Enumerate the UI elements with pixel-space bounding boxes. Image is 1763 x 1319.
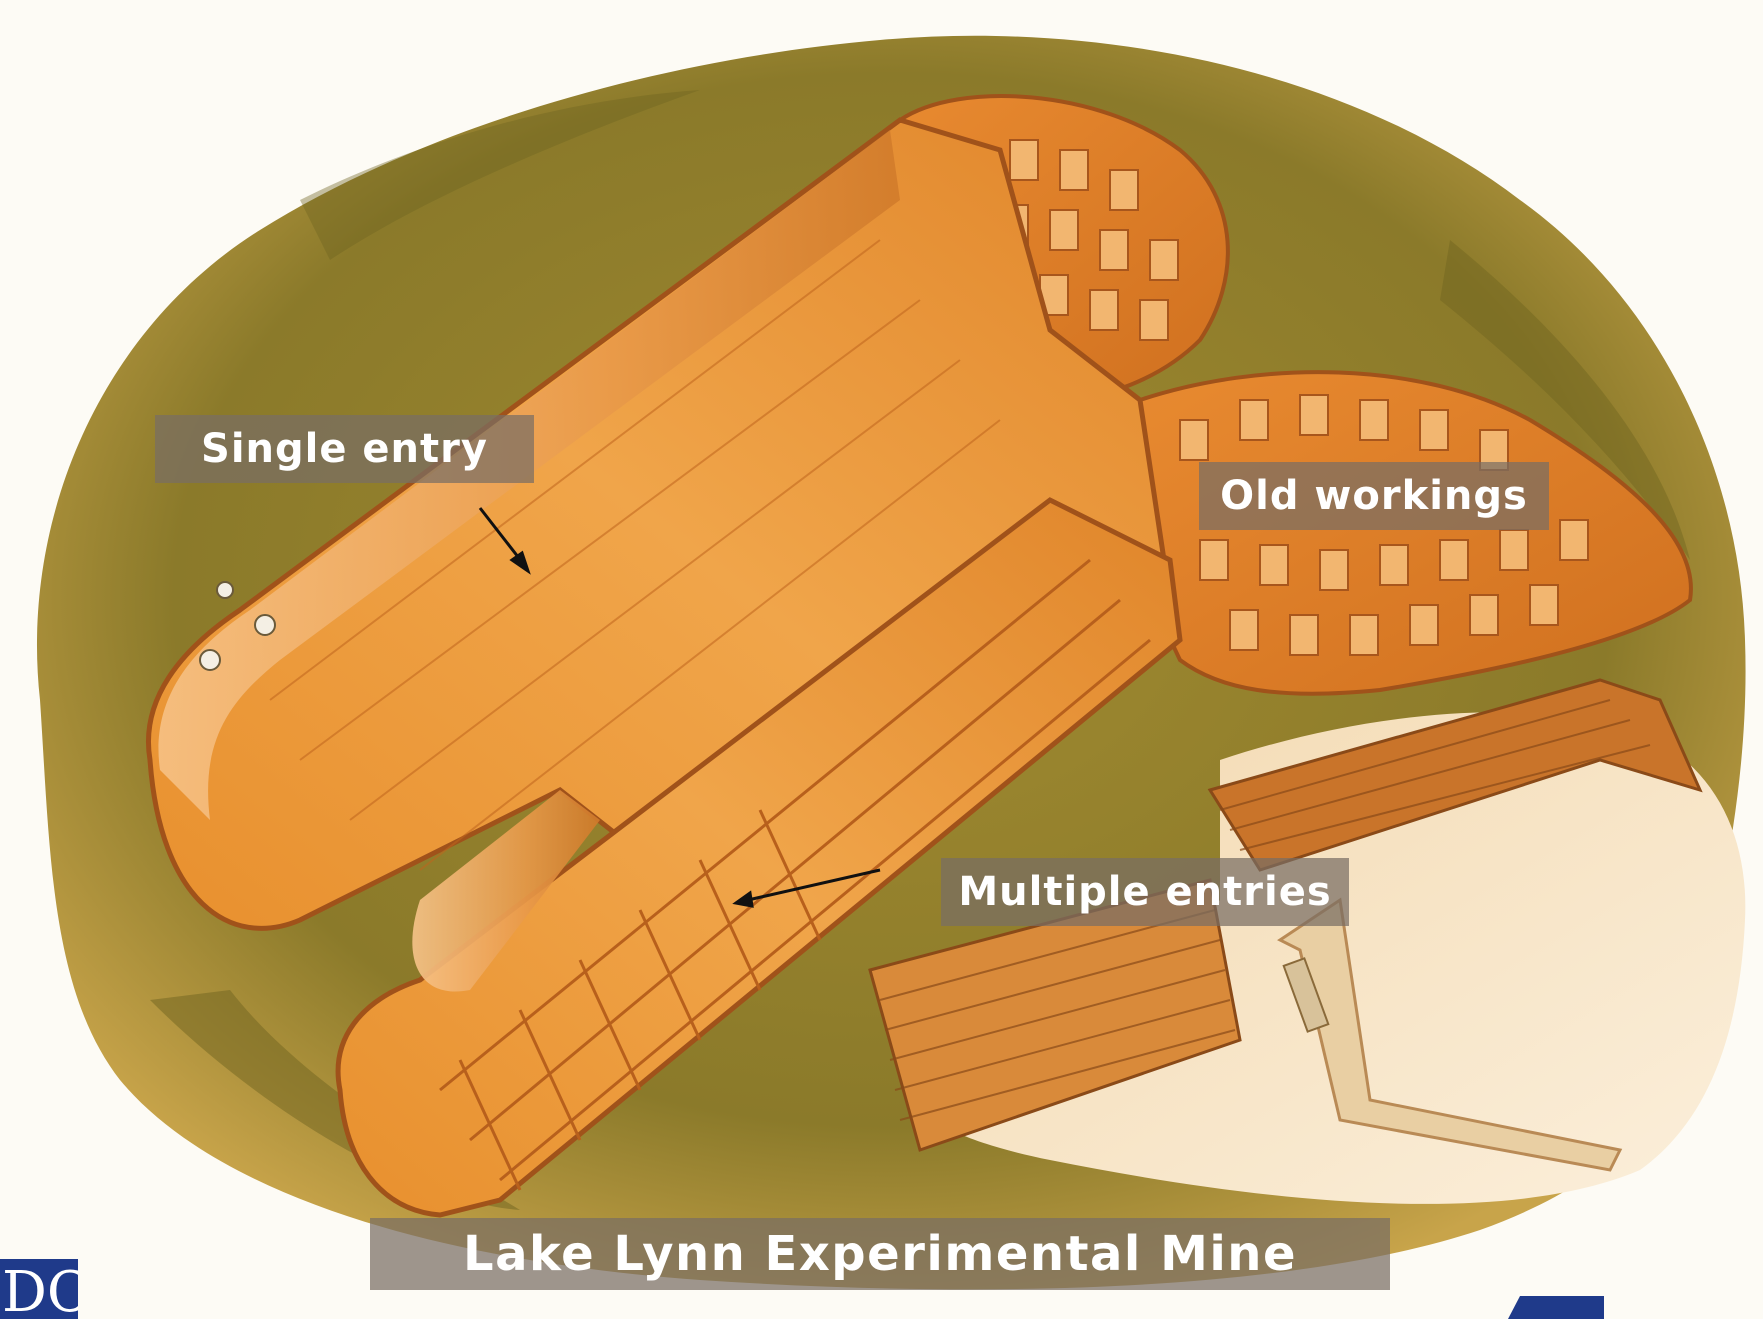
- cdc-logo: DC: [0, 1259, 78, 1319]
- cdc-logo-text: DC: [2, 1260, 78, 1319]
- diagram-title: Lake Lynn Experimental Mine: [370, 1218, 1390, 1290]
- single-entry-label: Single entry: [155, 415, 534, 483]
- corner-logo-mark: [1508, 1296, 1604, 1319]
- old-workings-label: Old workings: [1199, 462, 1549, 530]
- multiple-entries-label: Multiple entries: [941, 858, 1349, 926]
